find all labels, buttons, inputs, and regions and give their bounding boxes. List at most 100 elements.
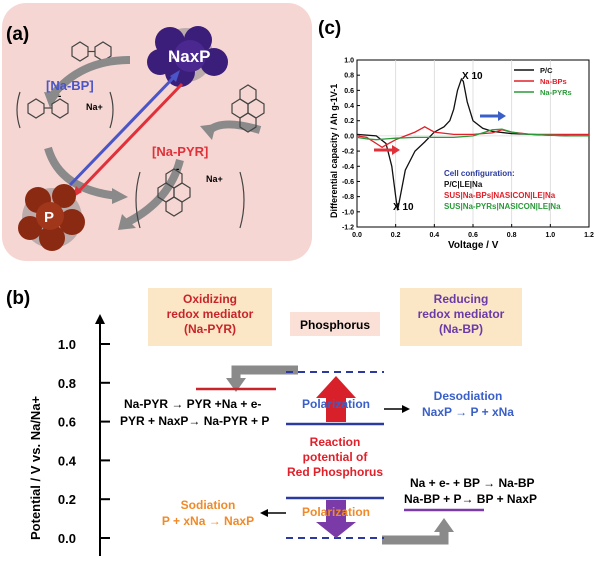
potential-tick-label: 0.4: [58, 453, 77, 468]
panel-a: (a) - Na+ [Na-BP]: [2, 3, 312, 261]
chart-y-tick-label: -0.6: [342, 179, 354, 186]
chart-x-tick-label: 0.8: [507, 232, 517, 239]
na-bp-na-plus: Na+: [86, 102, 103, 112]
potential-tick-label: 0.8: [58, 376, 76, 391]
potential-tick-label: 1.0: [58, 337, 76, 352]
chart-x-tick-label: 0.2: [391, 232, 401, 239]
chart-x-axis-label: Voltage / V: [448, 240, 499, 251]
chart-x-tick-label: 0.0: [352, 232, 362, 239]
chart-y-tick-label: -0.2: [342, 149, 354, 156]
chart-annotation-x10-upper: X 10: [462, 71, 483, 82]
reducing-box: [400, 288, 522, 346]
chart-y-tick-label: -1.2: [342, 225, 354, 232]
sodiation-equation: P + xNa → NaxP: [162, 514, 254, 528]
cycle-arrow-left-head: [112, 188, 128, 204]
potential-tick-label: 0.6: [58, 415, 76, 430]
cell-configuration: Cell configuration: P/C|LE|NaSUS|Na-BPs|N…: [444, 169, 561, 211]
chart-series-na-pyrs: [356, 128, 589, 141]
chart-blue-arrow-head: [498, 111, 506, 121]
phosphorus-label: Phosphorus: [300, 318, 370, 332]
sodiation-label: Sodiation: [181, 498, 236, 512]
na-pyr-equation-1: Na-PYR → PYR +Na + e-: [124, 397, 261, 411]
chart-y-tick-label: -0.4: [342, 164, 354, 171]
chart-legend-label: P/C: [540, 66, 553, 75]
na-bp-equation-1: Na + e- + BP → Na-BP: [410, 476, 535, 490]
sodiation-arrow-head: [260, 509, 268, 517]
phosphorus-box: [290, 312, 380, 336]
chart-legend-label: Na-PYRs: [540, 88, 572, 97]
cycle-arrow-right-head: [200, 124, 216, 140]
potential-axis-label: Potential / V vs. Na/Na+: [28, 395, 43, 540]
na-pyr-minus: -: [176, 164, 179, 175]
oxidation-arrow-head: [170, 70, 180, 82]
p-cluster: [18, 184, 85, 251]
gray-arrow-lower: [382, 528, 449, 545]
cell-configuration-line: SUS|Na-BPs|NASICON|LE|Na: [444, 191, 556, 200]
panel-c-label: (c): [318, 18, 341, 39]
na-bp-label: [Na-BP]: [46, 78, 94, 93]
chart-series-p-c: [356, 77, 589, 211]
panel-a-label: (a): [6, 24, 29, 45]
chart-annotation-x10-lower: X 10: [393, 202, 414, 213]
potential-tick-label: 0.0: [58, 531, 76, 546]
reduction-arrow: [74, 82, 184, 196]
na-pyr-na-plus: Na+: [206, 174, 223, 184]
chart-legend-label: Na-BPs: [540, 77, 567, 86]
chart-y-tick-label: 0.2: [344, 118, 354, 125]
chart-y-ticks: 1.00.80.60.40.20.0-0.2-0.4-0.6-0.8-1.0-1…: [342, 58, 360, 232]
polarization-down-arrow: [326, 500, 346, 524]
cell-configuration-title: Cell configuration:: [444, 169, 515, 178]
chart-x-tick-label: 1.2: [584, 232, 594, 239]
chart-y-tick-label: -0.8: [342, 194, 354, 201]
desodiation-equation: NaxP → P + xNa: [422, 405, 514, 419]
chart-x-tick-label: 0.4: [429, 232, 439, 239]
naxp-cluster: [147, 26, 228, 87]
potential-axis-arrow: [95, 314, 105, 324]
panel-b-label: (b): [6, 288, 30, 309]
p-label: P: [44, 209, 54, 226]
na-bp-structure: [16, 91, 114, 129]
cycle-arrow-top-head: [44, 92, 60, 108]
cycle-arrow-bottom-head: [118, 214, 136, 230]
biphenyl-structure: [71, 41, 112, 62]
chart-x-tick-label: 1.0: [545, 232, 555, 239]
polarization-up-arrow: [326, 396, 346, 422]
panel-c: (c) Differential capacity / Ah g-1V-1 1.…: [318, 18, 594, 251]
chart-y-tick-label: -1.0: [342, 209, 354, 216]
chart-red-arrow-head: [392, 145, 400, 155]
na-bp-equation-2: Na-BP + P→ BP + NaxP: [404, 492, 537, 506]
gray-arrow-upper-head: [226, 378, 246, 392]
na-pyr-label: [Na-PYR]: [152, 144, 208, 159]
cycle-arrow-left: [44, 146, 119, 200]
na-bp-minus: -: [58, 91, 61, 102]
naxp-label: NaxP: [168, 47, 211, 66]
oxidation-arrow: [68, 73, 178, 187]
chart-series: [356, 77, 589, 211]
gray-arrow-lower-head: [434, 518, 454, 532]
cell-configuration-line: P/C|LE|Na: [444, 180, 483, 189]
cycle-arrow-bottom: [126, 158, 184, 226]
chart-y-tick-label: 0.0: [344, 133, 354, 140]
chart-y-tick-label: 1.0: [344, 58, 354, 65]
chart-y-axis-label: Differential capacity / Ah g-1V-1: [329, 84, 339, 218]
pyrene-structure: [231, 84, 265, 133]
chart-y-tick-label: 0.8: [344, 73, 354, 80]
potential-ticks: 1.0 0.8 0.6 0.4 0.2 0.0: [58, 337, 110, 546]
potential-tick-label: 0.2: [58, 492, 76, 507]
polarization-up-arrow-head: [316, 376, 356, 398]
desodiation-arrow-head: [402, 405, 410, 413]
cell-configuration-line: SUS|Na-PYRs|NASICON|LE|Na: [444, 202, 561, 211]
polarization-down-arrow-head: [316, 522, 356, 538]
chart-y-tick-label: 0.4: [344, 103, 354, 110]
na-pyr-structure: [135, 168, 245, 229]
na-pyr-equation-2: PYR + NaxP→ Na-PYR + P: [120, 414, 269, 428]
cycle-arrow-top: [48, 56, 131, 99]
polarization-lower-label: Polarization: [302, 505, 370, 519]
oxidizing-box: [148, 288, 272, 346]
